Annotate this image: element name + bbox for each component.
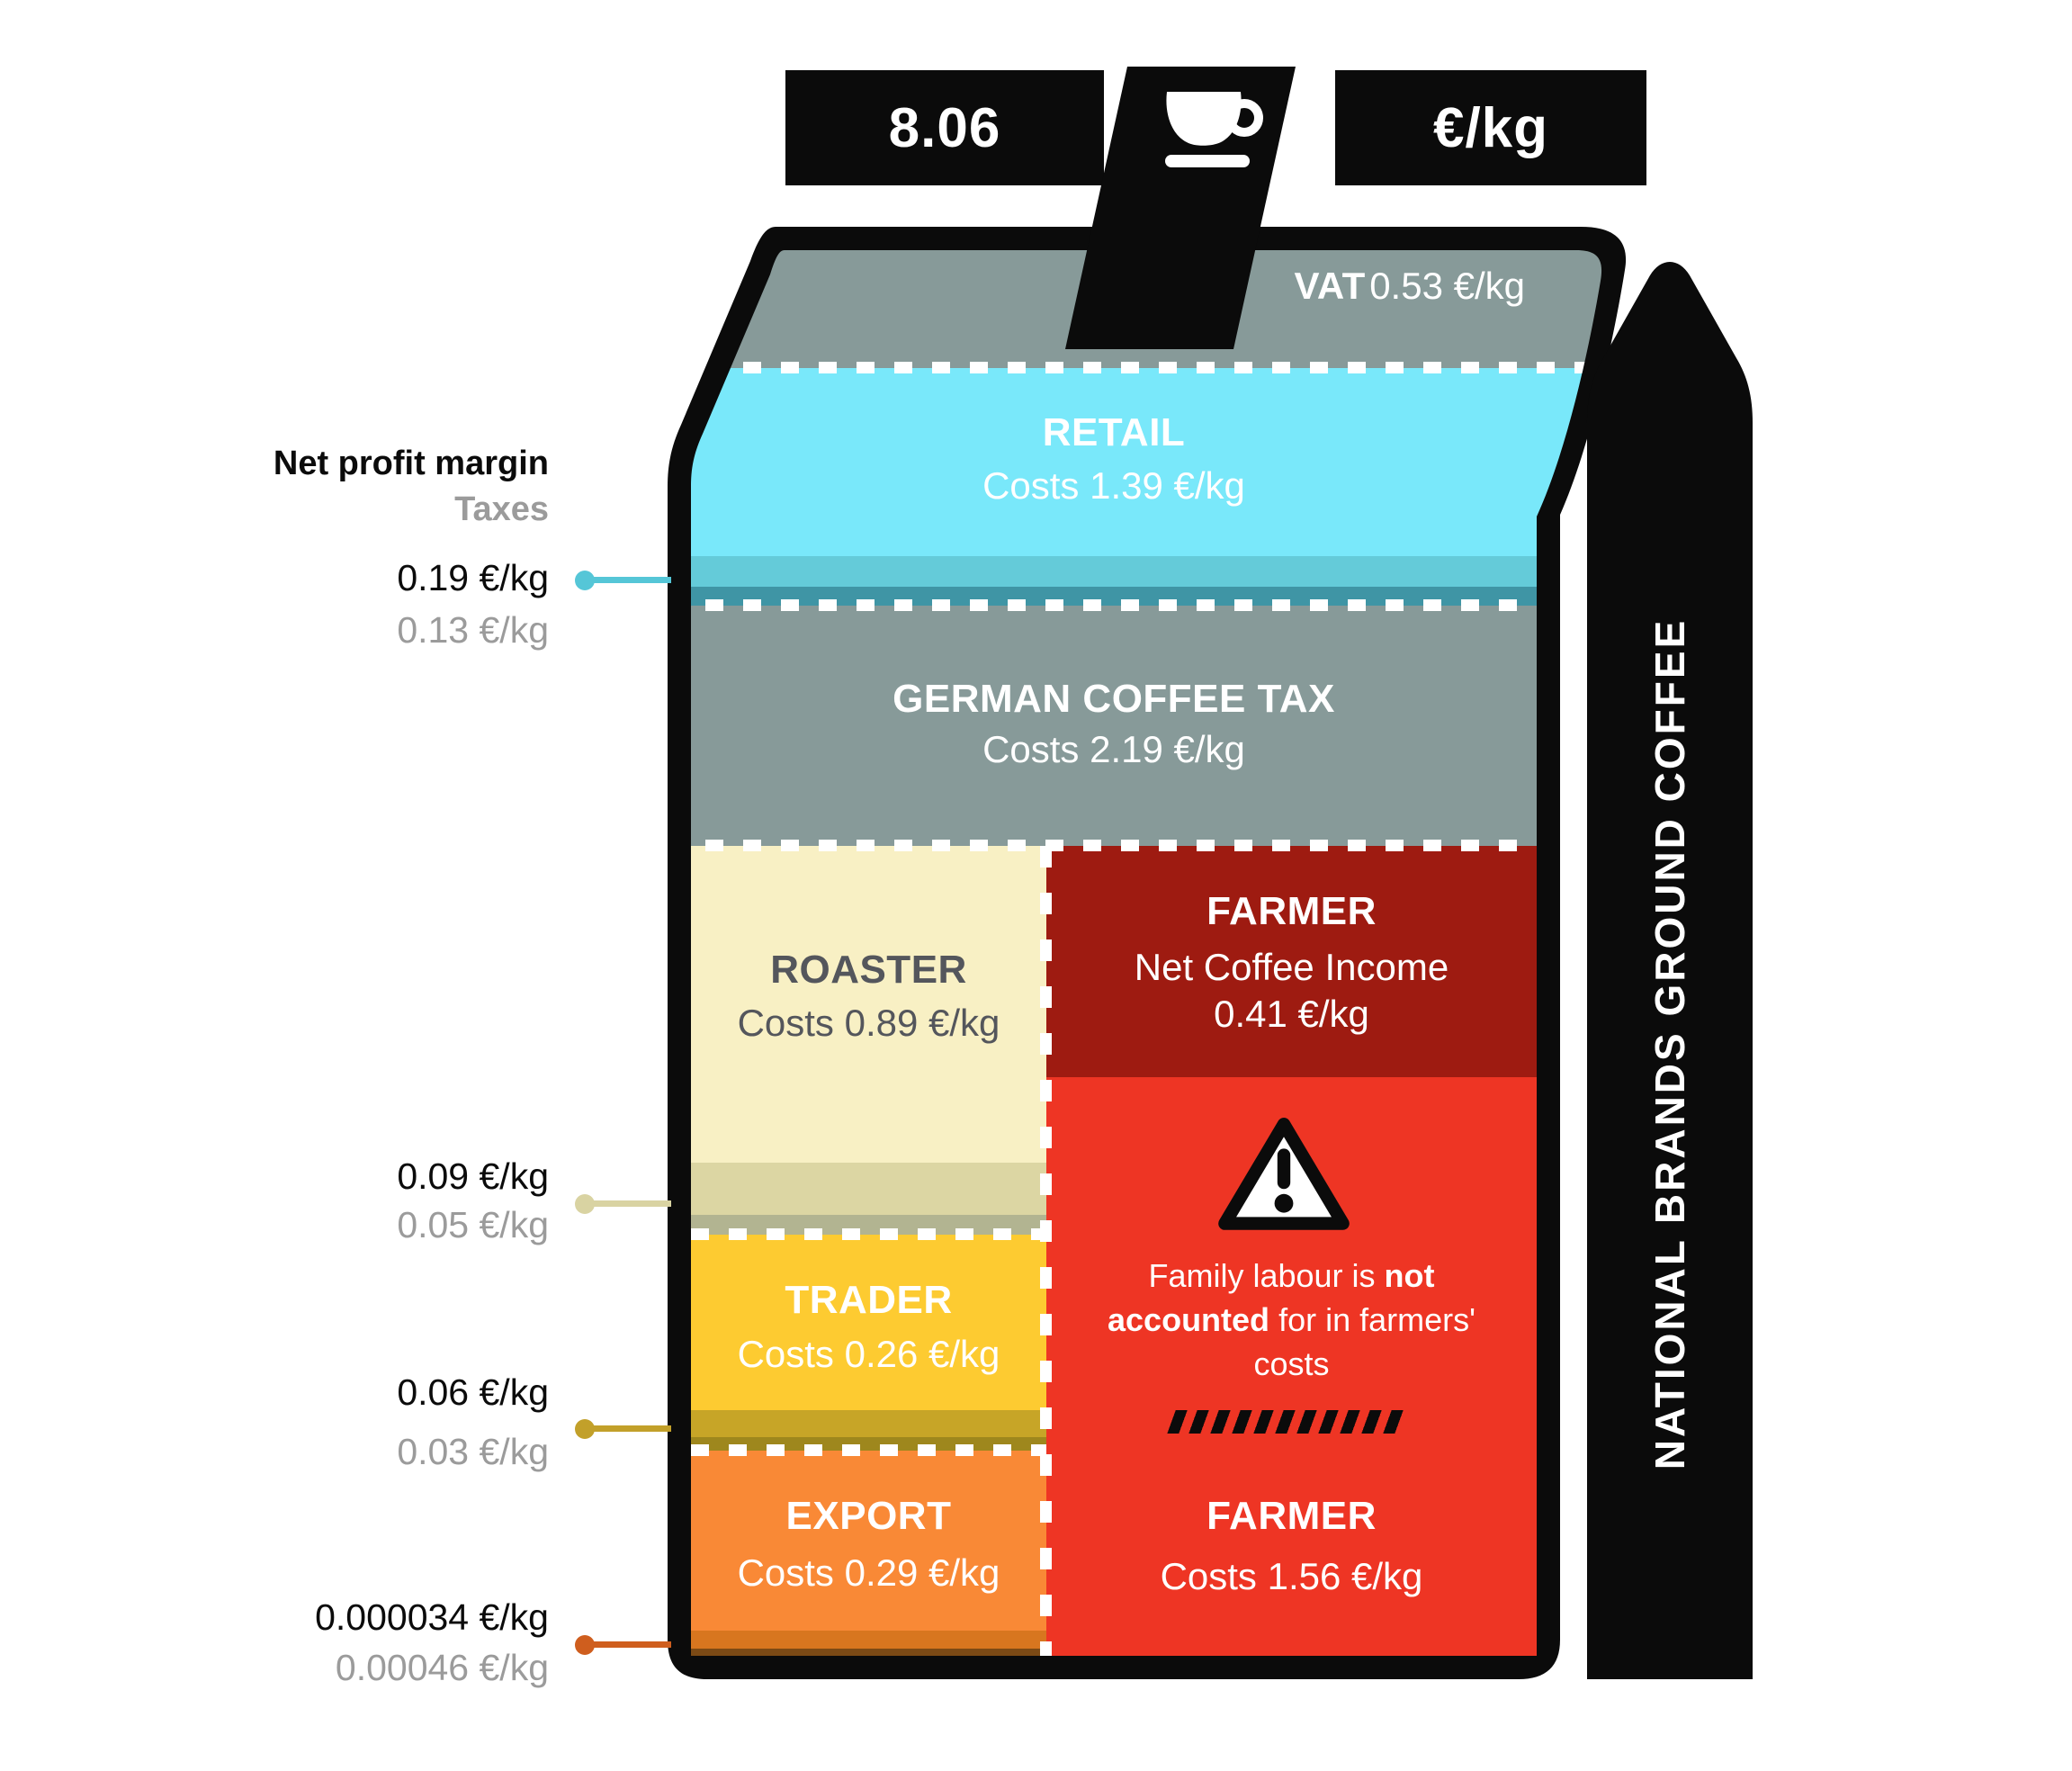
export-npm-value: 0.000034 €/kg (315, 1596, 549, 1638)
divider-trader-export (691, 1444, 1046, 1456)
legend-net-profit-margin: Net profit margin (273, 445, 549, 482)
segment-trader-costs (668, 1235, 1046, 1410)
roaster-taxes-value: 0.05 €/kg (397, 1204, 549, 1245)
trader-npm-value: 0.06 €/kg (397, 1371, 549, 1413)
segment-export-taxes (668, 1649, 1046, 1656)
german-tax-costs: Costs 2.19 €/kg (982, 728, 1245, 770)
segment-roaster-costs (668, 846, 1046, 1163)
total-value-box: 8.06 (785, 70, 1104, 185)
farmer-costs-title: FARMER (1206, 1494, 1377, 1538)
vat-value: 0.53 €/kg (1369, 265, 1525, 307)
trader-leader-line (585, 1425, 671, 1432)
segment-retail-net-profit (668, 556, 1612, 587)
note-part1: Family labour is (1148, 1257, 1385, 1294)
segment-german-coffee-tax (668, 606, 1612, 846)
unit-box: €/kg (1335, 70, 1646, 185)
export-taxes-value: 0.00046 €/kg (335, 1647, 549, 1688)
segment-export-net-profit (668, 1631, 1046, 1649)
coffee-cup-icon (1165, 92, 1263, 167)
retail-npm-value: 0.19 €/kg (397, 557, 549, 598)
roaster-costs: Costs 0.89 €/kg (737, 1002, 1000, 1044)
retail-taxes-value: 0.13 €/kg (397, 609, 549, 651)
export-title: EXPORT (785, 1494, 952, 1538)
retail-costs: Costs 1.39 €/kg (982, 464, 1245, 507)
german-tax-title: GERMAN COFFEE TAX (892, 677, 1335, 721)
farmer-income-sub1: Net Coffee Income (1134, 946, 1449, 988)
segment-trader-net-profit (668, 1410, 1046, 1437)
divider-left-right-columns (1040, 846, 1052, 1656)
divider-tax-roaster (668, 840, 1612, 851)
roaster-leader-line (585, 1200, 671, 1207)
side-arrow-shape (1587, 262, 1753, 1679)
roaster-npm-value: 0.09 €/kg (397, 1155, 549, 1197)
family-labour-note: Family labour is not accounted for in fa… (1046, 1254, 1537, 1386)
roaster-leader-dot (575, 1194, 595, 1214)
segment-export-costs (668, 1451, 1046, 1631)
trader-title: TRADER (785, 1278, 953, 1322)
retail-leader-dot (575, 571, 595, 590)
vat-title: VAT (1294, 265, 1366, 307)
trader-costs: Costs 0.26 €/kg (737, 1333, 1000, 1375)
farmer-income-sub2: 0.41 €/kg (1214, 993, 1369, 1035)
divider-roaster-trader (691, 1228, 1046, 1240)
segment-farmer-net-income (1046, 846, 1612, 1077)
legend-taxes: Taxes (454, 490, 549, 528)
divider-retail-tax (668, 599, 1612, 611)
trader-taxes-value: 0.03 €/kg (397, 1431, 549, 1472)
trader-leader-dot (575, 1419, 595, 1439)
note-part2: for in farmers' costs (1253, 1301, 1476, 1382)
segment-retail-costs (668, 368, 1612, 556)
export-costs: Costs 0.29 €/kg (737, 1551, 1000, 1594)
segment-farmer-costs (1046, 1077, 1612, 1656)
export-leader-dot (575, 1635, 595, 1655)
farmer-income-title: FARMER (1206, 889, 1377, 933)
note-bold: not accounted (1108, 1257, 1435, 1338)
unit-label: €/kg (1432, 96, 1549, 159)
farmer-costs-value: Costs 1.56 €/kg (1160, 1555, 1423, 1597)
warning-triangle-icon (1212, 1114, 1356, 1236)
retail-title: RETAIL (1042, 410, 1186, 454)
segment-roaster-net-profit (668, 1163, 1046, 1215)
vat-label: VAT 0.53 €/kg (691, 262, 1525, 310)
retail-leader-line (585, 577, 671, 583)
total-value: 8.06 (888, 96, 1001, 159)
export-leader-line (585, 1641, 671, 1648)
side-arrow-label: NATIONAL BRANDS GROUND COFFEE (1646, 617, 1693, 1470)
divider-vat-retail (668, 362, 1612, 373)
roaster-title: ROASTER (770, 948, 967, 992)
